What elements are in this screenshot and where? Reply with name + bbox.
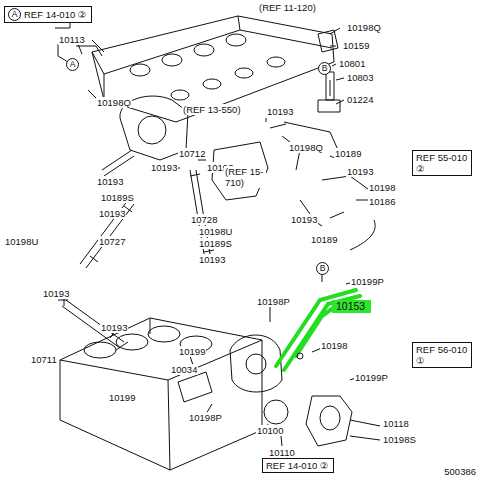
callout-number: 10193 [198, 254, 226, 265]
callout-number: 10198P [256, 296, 291, 307]
circled-letter: B [316, 262, 329, 275]
callout-number: 10189S [100, 192, 135, 203]
callout-number: 10198U [4, 236, 39, 247]
hose [80, 122, 375, 268]
callout-number: 10159 [342, 40, 370, 51]
callout-number: 10727 [98, 236, 126, 247]
callout-number: 10193 [100, 322, 128, 333]
thermostat [264, 400, 288, 424]
leader-line [120, 306, 380, 446]
callout-number: 10199P [354, 372, 389, 383]
callout-number: 10193 [290, 214, 318, 225]
water-pump [230, 335, 282, 392]
reference-box: REF 56-010 ① [412, 342, 472, 368]
reference-note: (REF 15-710) [224, 166, 266, 188]
callout-number: 10712 [178, 148, 206, 159]
callout-number: 10193 [346, 166, 374, 177]
callout-number: 10728 [190, 214, 218, 225]
callout-number: 10198S [382, 434, 417, 445]
sensor-housing [318, 30, 340, 112]
callout-number: 10034 [170, 364, 198, 375]
callout-number: 10803 [346, 72, 374, 83]
callout-number: 01224 [346, 94, 374, 105]
callout-number: 10198U [198, 226, 233, 237]
callout-number: 10189 [334, 148, 362, 159]
callout-number: 10186 [368, 196, 396, 207]
circled-letter: A [8, 8, 21, 21]
cam-bores [130, 34, 285, 100]
engine-block [60, 318, 262, 470]
callout-number: 10198Q [96, 97, 132, 108]
callout-number: 10198 [320, 340, 348, 351]
callout-number: 10198Q [288, 142, 324, 153]
reference-note: (REF 13-550) [182, 104, 242, 115]
callout-number: 10198P [188, 412, 223, 423]
callout-number: 10189S [198, 238, 233, 249]
reference-box: AREF 14-010 ② [4, 6, 92, 23]
reference-box: REF 14-010 ② [262, 458, 334, 473]
callout-number: 10711 [30, 354, 58, 365]
callout-number: 10193 [150, 162, 178, 173]
reference-text: REF 14-010 ② [266, 460, 328, 471]
callout-number: 10118 [382, 418, 410, 429]
callout-number: 10193 [266, 106, 294, 117]
circled-letter: A [66, 58, 79, 71]
reference-text: REF 56-010 ① [416, 344, 468, 366]
callout-number: 10199 [108, 392, 136, 403]
callout-number: 10100 [256, 425, 284, 436]
fitting [178, 372, 212, 402]
callout-number: 10193 [42, 288, 70, 299]
callout-number: 10199 [178, 346, 206, 357]
reference-box: REF 55-010 ② [412, 150, 472, 176]
reference-text: REF 14-010 ② [24, 9, 86, 20]
reference-text: REF 55-010 ② [416, 152, 468, 174]
circled-letter: B [318, 62, 331, 75]
callout-number: 10193 [96, 176, 124, 187]
callout-number: 10110 [268, 447, 296, 458]
callout-number: 10198Q [346, 22, 382, 33]
part-number: 10153 [336, 301, 365, 312]
drawing-number: 500386 [443, 466, 477, 477]
callout-number: 10801 [338, 58, 366, 69]
cylinder-head [92, 16, 334, 122]
callout-number: 10199P [350, 276, 385, 287]
water-inlet [306, 396, 352, 446]
reference-note: (REF 11-120) [258, 2, 317, 13]
leader-line [172, 118, 368, 226]
callout-number: 10198 [368, 182, 396, 193]
callout-number: 10189 [310, 234, 338, 245]
highlighted-part-number: 10153 [332, 300, 371, 313]
callout-number: 10193 [98, 208, 126, 219]
callout-number: 10113 [58, 34, 86, 45]
leader-line [58, 44, 96, 98]
